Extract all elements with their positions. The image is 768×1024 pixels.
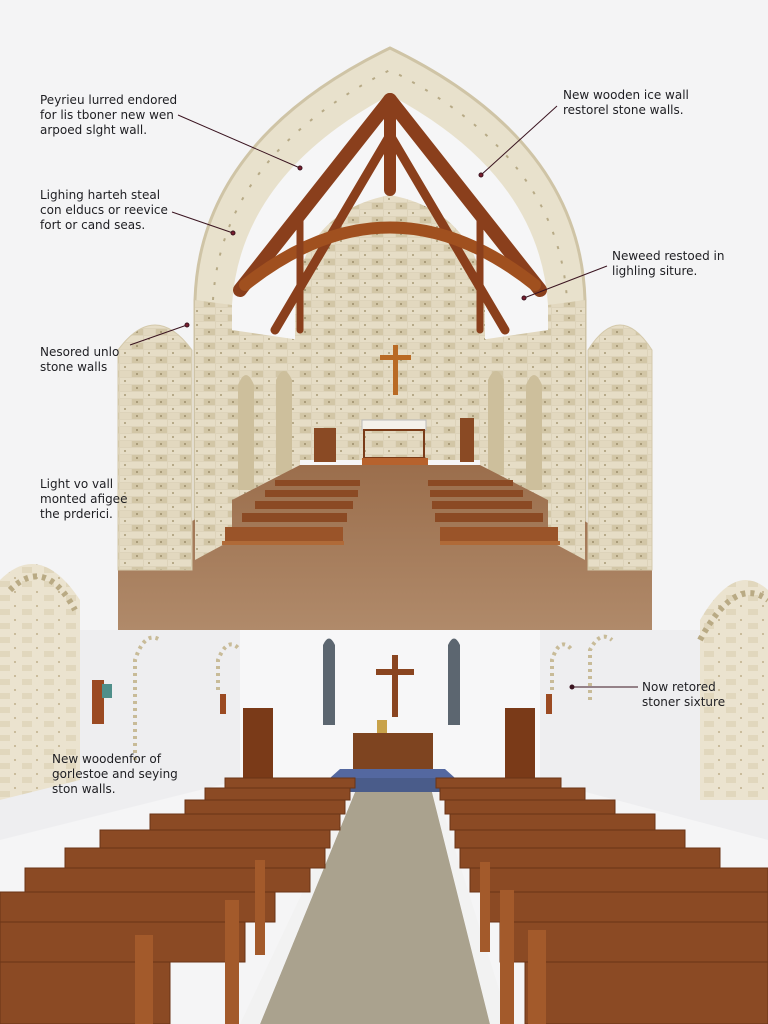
pews-right — [435, 777, 768, 1024]
pews-top — [222, 480, 560, 545]
roof-trusses — [233, 93, 547, 335]
annotation-label-6: Neweed restoed in lighling siture. — [612, 249, 725, 278]
annotation-label-3: Nesored unlo stone walls — [40, 345, 120, 374]
annotation-label-5: New wooden ice wall restorel stone walls… — [563, 88, 689, 117]
annotation-label-2: Lighing harteh steal con elducs or reevi… — [40, 188, 168, 232]
leader-lines-top — [129, 105, 608, 346]
crucifix — [380, 345, 411, 395]
annotation-label-1: Peyrieu lurred endored for lis tboner ne… — [40, 93, 178, 137]
annotation-label-4: Light vo vall monted afigee the prderici… — [40, 477, 128, 521]
annotation-label-7: Now retored stoner sixture — [642, 680, 726, 709]
annotation-label-8: New woodenfor of gorlestoe and seying st… — [52, 752, 178, 796]
top-panel-illustration — [117, 46, 653, 630]
cross — [376, 655, 414, 717]
